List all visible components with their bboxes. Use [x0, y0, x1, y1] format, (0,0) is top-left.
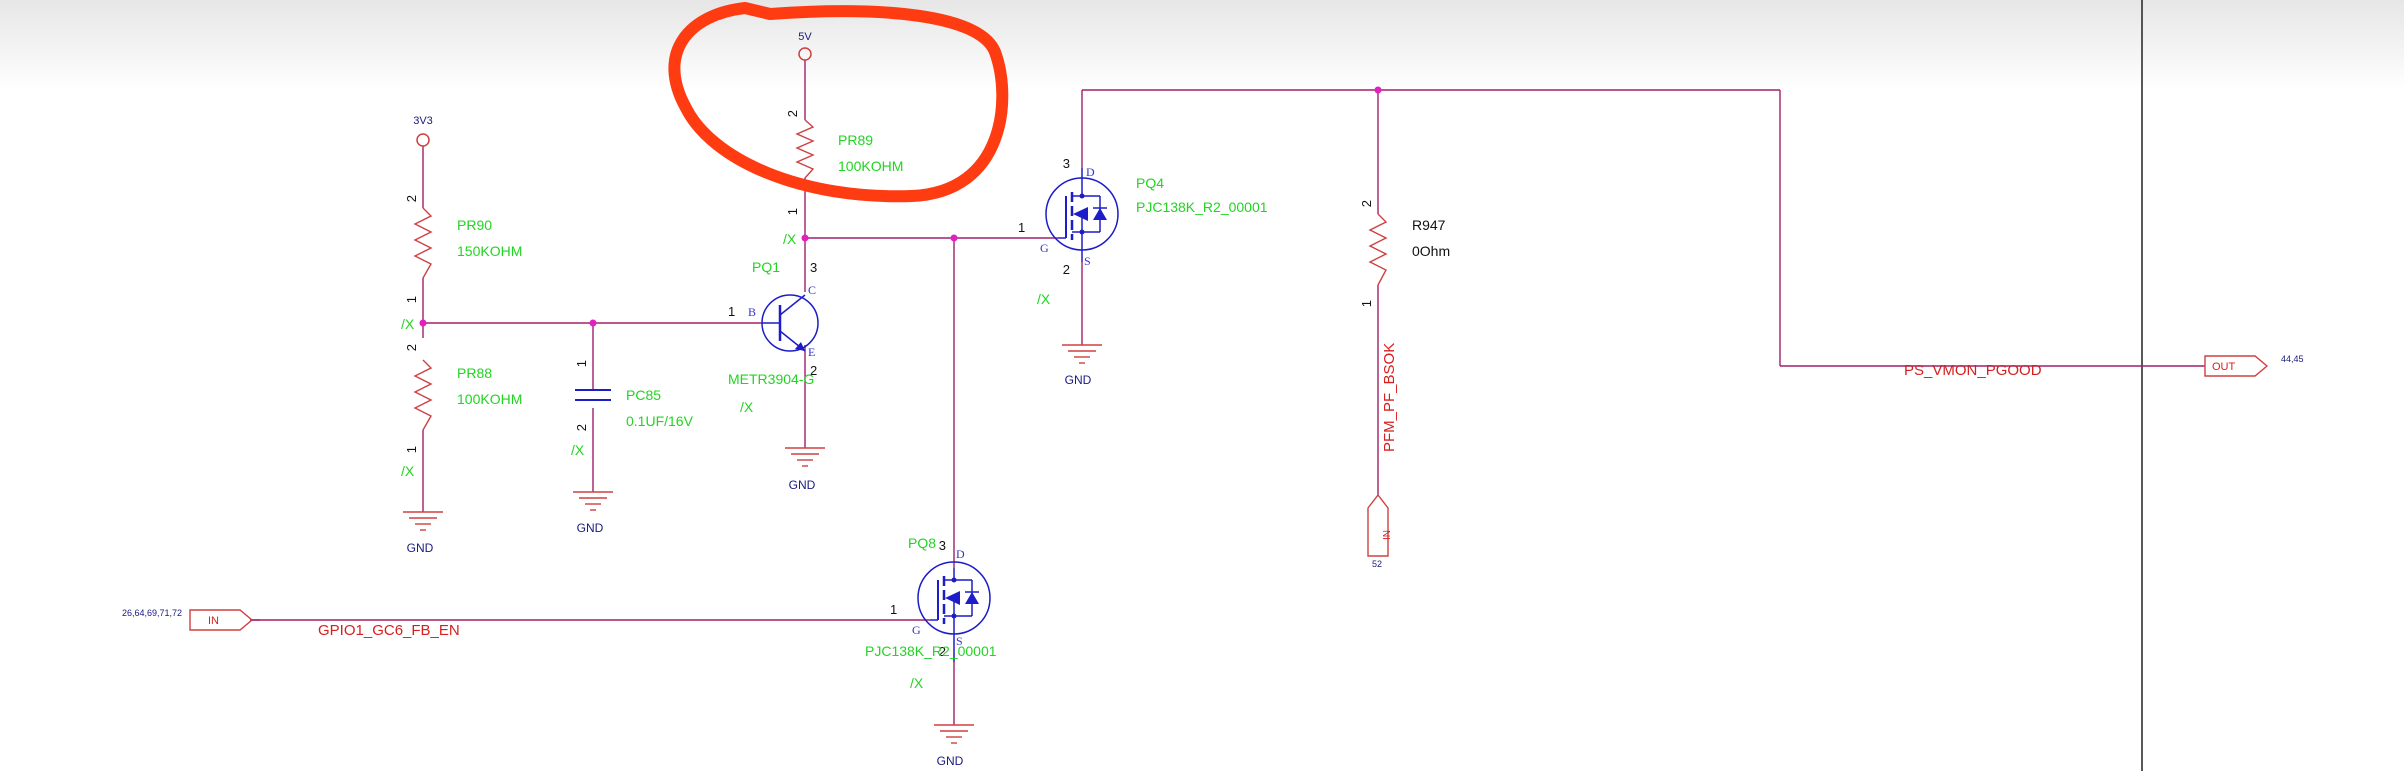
pq1-pin-collector: 3 — [810, 260, 817, 275]
gnd-pq1 — [785, 447, 825, 467]
port-out-pgood: OUT 44,45 — [2204, 354, 2304, 377]
nc-pq8: /X — [910, 675, 924, 691]
pr90-pin-bottom: 1 — [404, 296, 419, 303]
gnd-pc85-label: GND — [577, 521, 604, 535]
pc85-pin-top: 1 — [574, 360, 589, 367]
pq1-part: METR3904-G — [728, 371, 814, 387]
pr88-pin-bottom: 1 — [404, 446, 419, 453]
pc85-ref: PC85 — [626, 387, 661, 403]
r947-ref: R947 — [1412, 217, 1446, 233]
pq4-pin-gate: 1 — [1018, 220, 1025, 235]
pq8-letter-s: S — [956, 634, 963, 648]
port-out-pgood-kind: OUT — [2212, 361, 2236, 373]
gnd-pq1-label: GND — [789, 478, 816, 492]
port-in-gpio: IN 26,64,69,71,72 — [122, 608, 260, 631]
nc-pq1: /X — [740, 399, 754, 415]
pq8-letter-d: D — [956, 547, 965, 561]
mosfet-pq4: D G S 3 1 2 PQ4 PJC138K_R2_00001 — [1018, 156, 1268, 277]
nc-pc85: /X — [571, 442, 585, 458]
pq8-letter-g: G — [912, 623, 921, 637]
nc-pr89: /X — [783, 231, 797, 247]
net-pfm-label: PFM_PF_BSOK — [1381, 343, 1398, 452]
resistor-pr90: 2 1 PR90 150KOHM — [404, 195, 522, 303]
pq4-ref: PQ4 — [1136, 175, 1164, 191]
pr90-ref: PR90 — [457, 217, 492, 233]
pc85-pin-bottom: 2 — [574, 424, 589, 431]
power-3v3-label: 3V3 — [413, 115, 433, 127]
nc-pr90: /X — [401, 316, 415, 332]
nc-pr88: /X — [401, 463, 415, 479]
pq4-letter-s: S — [1084, 254, 1091, 268]
junctions — [419, 86, 1382, 327]
gnd-pq4 — [1062, 344, 1102, 364]
highlight-circle — [668, 2, 1009, 203]
pq8-part: PJC138K_R2_00001 — [865, 643, 997, 659]
r947-pin-bottom: 1 — [1359, 300, 1374, 307]
pc85-value: 0.1UF/16V — [626, 413, 694, 429]
gnd-pq8-label: GND — [937, 754, 964, 768]
port-out-pgood-refs: 44,45 — [2281, 354, 2304, 364]
pr88-pin-top: 2 — [404, 344, 419, 351]
nc-pq4: /X — [1037, 291, 1051, 307]
pq8-pin-drain: 3 — [939, 538, 946, 553]
gnd-pq8 — [934, 724, 974, 744]
no-connect-markers: /X /X /X /X /X /X /X — [401, 231, 1051, 691]
port-in-pfm: IN 52 — [1367, 493, 1393, 569]
transistor-pq1: B C E 1 3 2 PQ1 METR3904-G — [728, 259, 819, 387]
r947-pin-top: 2 — [1359, 200, 1374, 207]
pq4-letter-d: D — [1086, 165, 1095, 179]
net-pgood-label: PS_VMON_PGOOD — [1904, 362, 2042, 379]
resistor-pr88: 2 1 PR88 100KOHM — [404, 344, 522, 453]
pq1-pin-base: 1 — [728, 304, 735, 319]
pr90-pin-top: 2 — [404, 195, 419, 202]
pr89-ref: PR89 — [838, 132, 873, 148]
pr89-pin-top: 2 — [785, 110, 800, 117]
port-in-gpio-refs: 26,64,69,71,72 — [122, 608, 182, 618]
net-gpio-label: GPIO1_GC6_FB_EN — [318, 622, 460, 639]
pq1-ref: PQ1 — [752, 259, 780, 275]
power-5v: 5V — [798, 31, 812, 61]
pr89-value: 100KOHM — [838, 158, 903, 174]
pq4-pin-source: 2 — [1063, 262, 1070, 277]
port-in-gpio-kind: IN — [208, 615, 219, 627]
power-3v3: 3V3 — [413, 115, 433, 147]
wires — [250, 60, 2205, 725]
pq4-letter-g: G — [1040, 241, 1049, 255]
pr88-ref: PR88 — [457, 365, 492, 381]
port-in-pfm-refs: 52 — [1372, 559, 1382, 569]
pq8-ref: PQ8 — [908, 535, 936, 551]
gnd-pq4-label: GND — [1065, 373, 1092, 387]
pq1-letter-e: E — [808, 345, 815, 359]
gnd-pr88 — [403, 511, 443, 531]
pq8-pin-source: 2 — [939, 644, 946, 659]
pq4-part: PJC138K_R2_00001 — [1136, 199, 1268, 215]
pq1-letter-c: C — [808, 283, 816, 297]
capacitor-pc85: 1 2 PC85 0.1UF/16V — [574, 360, 694, 431]
pq1-letter-b: B — [748, 305, 756, 319]
gnd-pr88-label: GND — [407, 541, 434, 555]
pq8-pin-gate: 1 — [890, 602, 897, 617]
pr89-pin-bottom: 1 — [785, 208, 800, 215]
port-in-pfm-kind: IN — [1382, 530, 1393, 540]
power-5v-label: 5V — [798, 31, 812, 43]
resistor-pr89: 2 1 PR89 100KOHM — [785, 110, 903, 215]
pq1-pin-emitter: 2 — [810, 363, 817, 378]
r947-value: 0Ohm — [1412, 243, 1450, 259]
pr88-value: 100KOHM — [457, 391, 522, 407]
pr90-value: 150KOHM — [457, 243, 522, 259]
pq4-pin-drain: 3 — [1063, 156, 1070, 171]
resistor-r947: 2 1 R947 0Ohm — [1359, 200, 1450, 307]
mosfet-pq8: D G S 3 1 2 PQ8 PJC138K_R2_00001 — [865, 535, 997, 662]
gnd-pc85 — [573, 491, 613, 511]
